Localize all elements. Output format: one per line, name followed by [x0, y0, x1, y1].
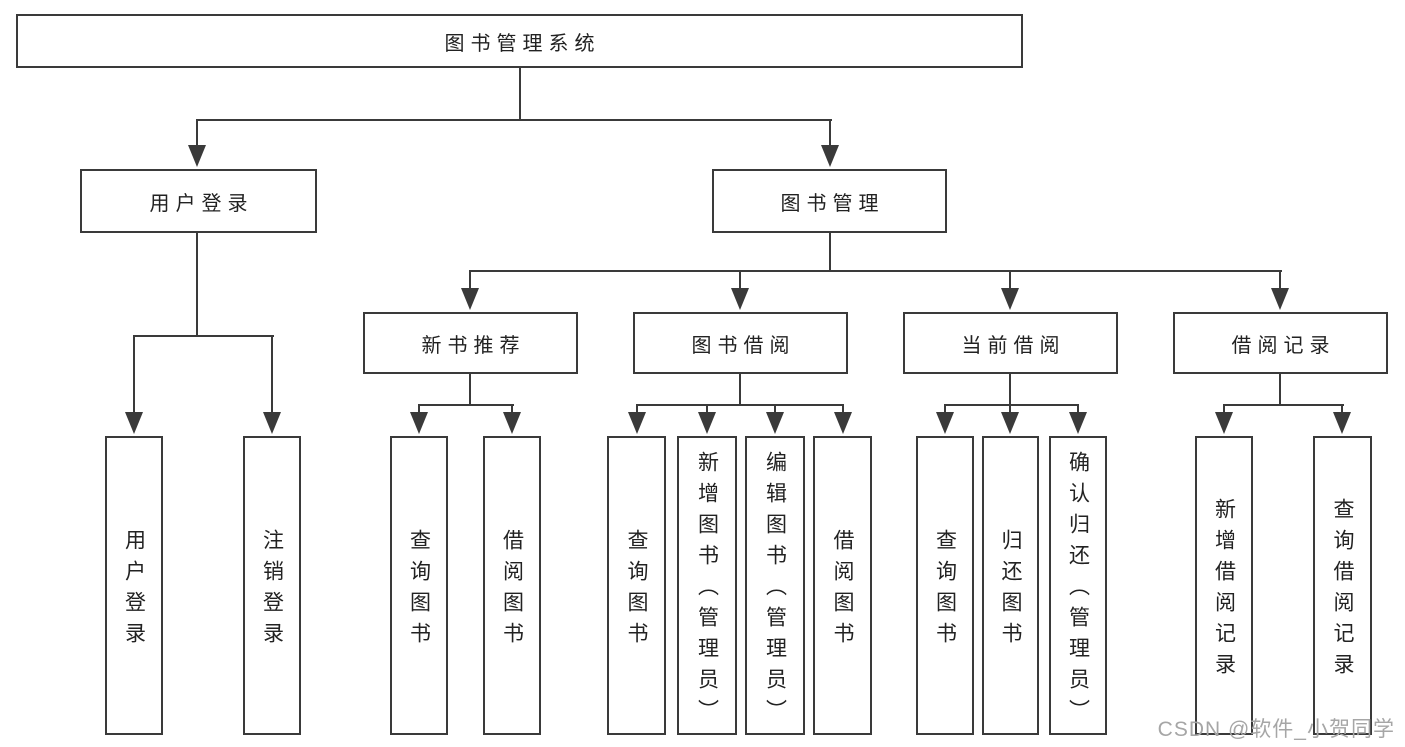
node-new-book-rec-label: 新书推荐 [421, 334, 526, 357]
node-leaf-borrow-book-rec-label: 借阅图书 [500, 528, 524, 653]
connector-to-leaf-query-borrow-record-shaft [1341, 404, 1343, 417]
connector-new-book-rec-crossbar [418, 404, 514, 406]
arrowhead-leaf-add-borrow-record [1215, 412, 1233, 434]
node-leaf-logout: 注销登录 [243, 436, 301, 735]
node-leaf-borrow-book-rec: 借阅图书 [483, 436, 541, 735]
node-borrow-records: 借阅记录 [1173, 312, 1388, 374]
connector-to-leaf-return-book-shaft [1009, 404, 1011, 417]
connector-to-leaf-borrow-book-borrow-shaft [842, 404, 844, 417]
node-leaf-edit-book-admin: 编辑图书（管理员） [745, 436, 805, 735]
arrowhead-current-borrow [1001, 288, 1019, 310]
node-book-mgmt-label: 图书管理 [780, 192, 885, 215]
connector-to-current-borrow-shaft [1009, 270, 1011, 292]
connector-root-to-user-login-shaft [196, 119, 198, 150]
node-leaf-add-book-admin-label: 新增图书（管理员） [695, 451, 719, 730]
connector-user-login-stem [196, 233, 198, 337]
arrowhead-leaf-edit-book [766, 412, 784, 434]
connector-borrow-records-stem [1279, 374, 1281, 406]
node-leaf-add-borrow-record: 新增借阅记录 [1195, 436, 1253, 735]
connector-to-leaf-add-borrow-record-shaft [1223, 404, 1225, 417]
node-leaf-logout-label: 注销登录 [260, 528, 284, 653]
connector-to-leaf-query-book-rec-shaft [418, 404, 420, 417]
connector-current-borrow-stem [1009, 374, 1011, 406]
connector-book-mgmt-stem [829, 233, 831, 272]
node-leaf-query-book-current: 查询图书 [916, 436, 974, 735]
arrowhead-leaf-user-login [125, 412, 143, 434]
node-leaf-confirm-return-admin: 确认归还（管理员） [1049, 436, 1107, 735]
arrowhead-leaf-borrow-book-rec [503, 412, 521, 434]
connector-book-borrow-stem [739, 374, 741, 406]
connector-to-leaf-add-book-shaft [706, 404, 708, 417]
connector-to-leaf-user-login-shaft [133, 335, 135, 417]
connector-book-borrow-crossbar [636, 404, 844, 406]
node-leaf-edit-book-admin-label: 编辑图书（管理员） [763, 451, 787, 730]
node-leaf-query-book-rec: 查询图书 [390, 436, 448, 735]
connector-root-stem [519, 68, 521, 120]
node-leaf-return-book-label: 归还图书 [999, 528, 1022, 653]
connector-to-leaf-query-book-borrow-shaft [636, 404, 638, 417]
connector-user-login-crossbar [133, 335, 274, 337]
node-user-login: 用户登录 [80, 169, 317, 233]
arrowhead-borrow-records [1271, 288, 1289, 310]
node-leaf-add-borrow-record-label: 新增借阅记录 [1212, 497, 1236, 684]
node-new-book-rec: 新书推荐 [363, 312, 578, 374]
connector-to-leaf-query-book-current-shaft [944, 404, 946, 417]
node-current-borrow-label: 当前借阅 [961, 334, 1066, 357]
arrowhead-new-book-rec [461, 288, 479, 310]
arrowhead-leaf-borrow-book-borrow [834, 412, 852, 434]
node-user-login-label: 用户登录 [149, 192, 254, 215]
node-book-borrow-label: 图书借阅 [691, 334, 796, 357]
connector-current-borrow-crossbar [944, 404, 1079, 406]
connector-root-crossbar [196, 119, 832, 121]
arrowhead-leaf-return-book [1001, 412, 1019, 434]
connector-to-borrow-records-shaft [1279, 270, 1281, 292]
node-leaf-query-book-rec-label: 查询图书 [407, 528, 431, 653]
arrowhead-book-borrow [731, 288, 749, 310]
node-leaf-query-book-borrow-label: 查询图书 [625, 528, 648, 653]
node-borrow-records-label: 借阅记录 [1231, 334, 1336, 357]
arrowhead-leaf-confirm-return [1069, 412, 1087, 434]
arrowhead-book-mgmt [821, 145, 839, 167]
node-leaf-user-login-label: 用户登录 [122, 528, 146, 653]
arrowhead-leaf-logout [263, 412, 281, 434]
connector-to-leaf-borrow-book-rec-shaft [511, 404, 513, 417]
node-leaf-query-book-borrow: 查询图书 [607, 436, 666, 735]
connector-to-book-borrow-shaft [739, 270, 741, 292]
connector-to-new-book-rec-shaft [469, 270, 471, 292]
node-leaf-query-borrow-record-label: 查询借阅记录 [1331, 497, 1354, 684]
arrowhead-leaf-query-borrow-record [1333, 412, 1351, 434]
connector-to-leaf-edit-book-shaft [774, 404, 776, 417]
node-book-mgmt: 图书管理 [712, 169, 947, 233]
watermark: CSDN @软件_小贺同学 [1157, 718, 1395, 741]
node-leaf-add-book-admin: 新增图书（管理员） [677, 436, 737, 735]
arrowhead-leaf-query-book-borrow [628, 412, 646, 434]
connector-to-leaf-logout-shaft [271, 335, 273, 417]
node-current-borrow: 当前借阅 [903, 312, 1118, 374]
connector-book-mgmt-crossbar [469, 270, 1282, 272]
node-leaf-borrow-book-borrow: 借阅图书 [813, 436, 872, 735]
arrowhead-user-login [188, 145, 206, 167]
node-book-borrow: 图书借阅 [633, 312, 848, 374]
arrowhead-leaf-query-book-rec [410, 412, 428, 434]
node-root-label: 图书管理系统 [444, 32, 601, 55]
node-leaf-query-borrow-record: 查询借阅记录 [1313, 436, 1372, 735]
arrowhead-leaf-query-book-current [936, 412, 954, 434]
connector-to-leaf-confirm-return-shaft [1077, 404, 1079, 417]
connector-root-to-book-mgmt-shaft [829, 119, 831, 150]
node-leaf-borrow-book-borrow-label: 借阅图书 [831, 528, 854, 653]
node-leaf-confirm-return-admin-label: 确认归还（管理员） [1066, 451, 1090, 730]
connector-new-book-rec-stem [469, 374, 471, 406]
node-leaf-return-book: 归还图书 [982, 436, 1039, 735]
node-leaf-user-login: 用户登录 [105, 436, 163, 735]
node-leaf-query-book-current-label: 查询图书 [933, 528, 957, 653]
arrowhead-leaf-add-book [698, 412, 716, 434]
connector-borrow-records-crossbar [1223, 404, 1344, 406]
node-root: 图书管理系统 [16, 14, 1023, 68]
